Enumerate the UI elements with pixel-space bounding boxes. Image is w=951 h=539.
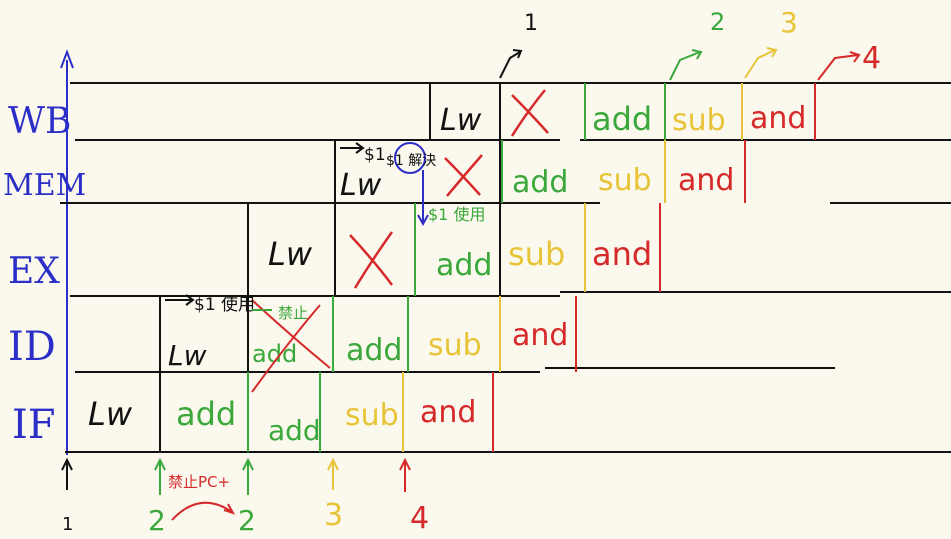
note-dollar1-ex: $1 使用: [428, 205, 485, 224]
bubble-id-cross: [251, 299, 331, 393]
svg-text:1: 1: [524, 11, 538, 36]
axis-arrow-up: [60, 49, 74, 69]
svg-text:3: 3: [780, 6, 798, 39]
note-forward: $1 解決: [386, 153, 436, 169]
svg-text:4: 4: [862, 41, 881, 76]
add-mem: add: [512, 165, 568, 200]
note-stall: 禁止: [278, 304, 308, 322]
pc-stall-curve: [171, 501, 233, 521]
svg-text:2: 2: [148, 504, 166, 537]
top-marker-2: 2: [669, 8, 725, 81]
bubble-mem: [444, 154, 483, 197]
stage-label-ex: EX: [8, 251, 60, 292]
note-dollar1-mem: $1: [364, 145, 386, 165]
bottom-marker-1: 1: [61, 457, 73, 535]
stage-label-id: ID: [8, 324, 56, 370]
sub-wb: sub: [672, 103, 726, 138]
svg-text:2: 2: [710, 8, 725, 36]
and-if: and: [420, 395, 476, 430]
top-marker-4: 4: [817, 41, 881, 81]
note-dollar1-id: $1 使用: [194, 294, 255, 315]
lw-wb: Lw: [440, 103, 482, 138]
red-separators: [492, 83, 816, 452]
stage-label-wb: WB: [8, 101, 71, 142]
add-if-1: add: [176, 395, 236, 433]
top-marker-1: 1: [499, 11, 538, 79]
add-if-2: add: [268, 414, 321, 447]
top-marker-3: 3: [744, 6, 798, 79]
add-wb: add: [592, 100, 652, 138]
svg-text:1: 1: [62, 514, 73, 535]
sub-mem: sub: [598, 163, 652, 198]
stage-lines: [60, 82, 951, 453]
lw-if: Lw: [88, 395, 133, 433]
forward-circle: [394, 142, 426, 174]
lw-ex: Lw: [268, 235, 313, 273]
svg-text:4: 4: [410, 501, 429, 536]
bottom-marker-2b: 2: [238, 457, 256, 537]
stage-label-if: IF: [12, 402, 56, 448]
bubble-ex: [349, 231, 394, 289]
green-separators: [247, 83, 666, 452]
note-pc-stall: 禁止PC+: [168, 473, 230, 491]
and-mem: and: [678, 163, 734, 198]
svg-text:2: 2: [238, 504, 256, 537]
sub-id: sub: [428, 328, 482, 363]
bottom-marker-4: 4: [399, 457, 429, 536]
bottom-marker-3: 3: [324, 457, 343, 533]
lw-mem: Lw: [340, 168, 382, 203]
svg-text:3: 3: [324, 498, 343, 533]
bubble-wb: [510, 89, 549, 137]
and-ex: and: [592, 235, 652, 273]
add-ex: add: [436, 248, 492, 283]
stage-label-mem: MEM: [3, 168, 86, 203]
sub-ex: sub: [508, 235, 565, 273]
and-id: and: [512, 318, 568, 353]
and-wb: and: [750, 101, 806, 136]
add-id: add: [346, 333, 402, 368]
add-id-stalled: add: [252, 340, 297, 368]
bottom-marker-2a: 2: [148, 457, 166, 537]
sub-if: sub: [345, 398, 399, 433]
yellow-separators: [402, 83, 743, 452]
lw-id: Lw: [168, 339, 207, 372]
